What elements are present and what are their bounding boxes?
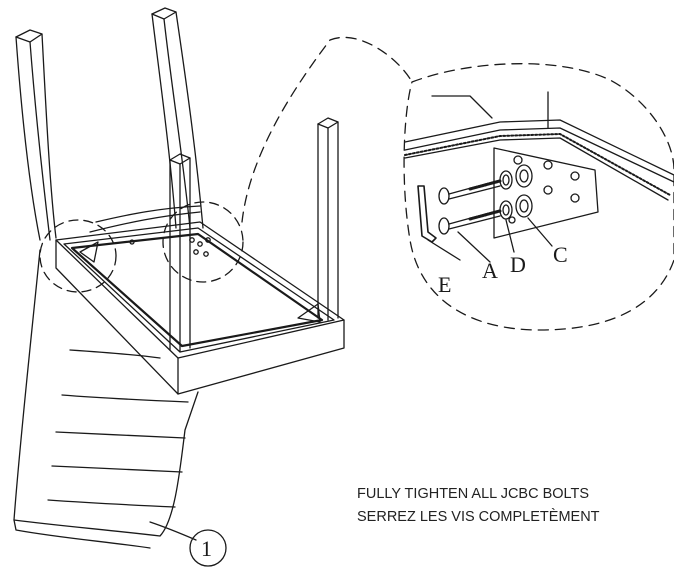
- label-bolt: A: [482, 258, 498, 283]
- part-number-circle: [189, 529, 227, 567]
- chair-legs: [169, 117, 339, 353]
- chair-back: [13, 7, 204, 549]
- label-hex-key: E: [438, 272, 451, 297]
- instruction-english: FULLY TIGHTEN ALL JCBC BOLTS: [357, 486, 589, 502]
- part-number: 1: [201, 536, 212, 561]
- instruction-french: SERREZ LES VIS COMPLETÈMENT: [357, 508, 600, 525]
- label-lock-washer: D: [510, 252, 526, 277]
- seat-frame: [55, 205, 345, 395]
- detail-highlights: [39, 201, 244, 293]
- magnified-detail: [403, 63, 674, 331]
- detail-leader: [241, 36, 413, 223]
- label-flat-washer: C: [553, 242, 568, 267]
